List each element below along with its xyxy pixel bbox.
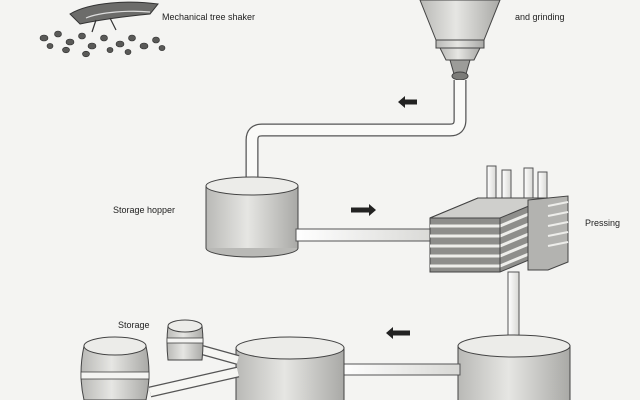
olive-icon — [62, 46, 70, 54]
olive-icon — [46, 43, 54, 49]
olive-icon — [115, 40, 125, 48]
label-grinding: and grinding — [515, 12, 565, 22]
pipe-hopper-to-press — [295, 228, 439, 242]
olive-icon — [65, 38, 75, 46]
pipe-press-to-tank — [507, 271, 520, 343]
press-machine — [429, 195, 569, 273]
arrow-icon — [386, 327, 410, 339]
olive-icon — [82, 50, 90, 58]
storage-barrel-large — [80, 336, 150, 400]
falling-olives — [39, 30, 166, 58]
olive-icon — [54, 30, 62, 38]
pipes-to-storage — [148, 345, 240, 398]
arrow-icon — [351, 204, 376, 216]
tree-shaker-icon — [69, 1, 159, 33]
pipe-tank-to-tank — [339, 363, 461, 376]
olive-icon — [158, 45, 166, 51]
olive-icon — [39, 34, 49, 42]
arrow-icon — [398, 96, 417, 108]
olive-icon — [100, 34, 108, 42]
olive-icon — [124, 49, 132, 55]
label-pressing: Pressing — [585, 218, 621, 228]
storage-barrel-small — [166, 319, 204, 361]
olive-icon — [87, 42, 97, 50]
olive-icon — [139, 42, 149, 50]
label-tree-shaker: Mechanical tree shaker — [162, 12, 256, 22]
olive-icon — [78, 32, 86, 40]
olive-icon — [106, 47, 114, 53]
grinding-funnel — [419, 0, 501, 81]
separation-tank-middle — [235, 336, 345, 400]
label-storage-hopper: Storage hopper — [113, 205, 176, 215]
olive-icon — [152, 36, 160, 44]
label-storage: Storage — [118, 320, 150, 330]
olive-icon — [128, 34, 136, 42]
separation-tank-right — [457, 334, 571, 400]
storage-hopper — [205, 176, 299, 258]
